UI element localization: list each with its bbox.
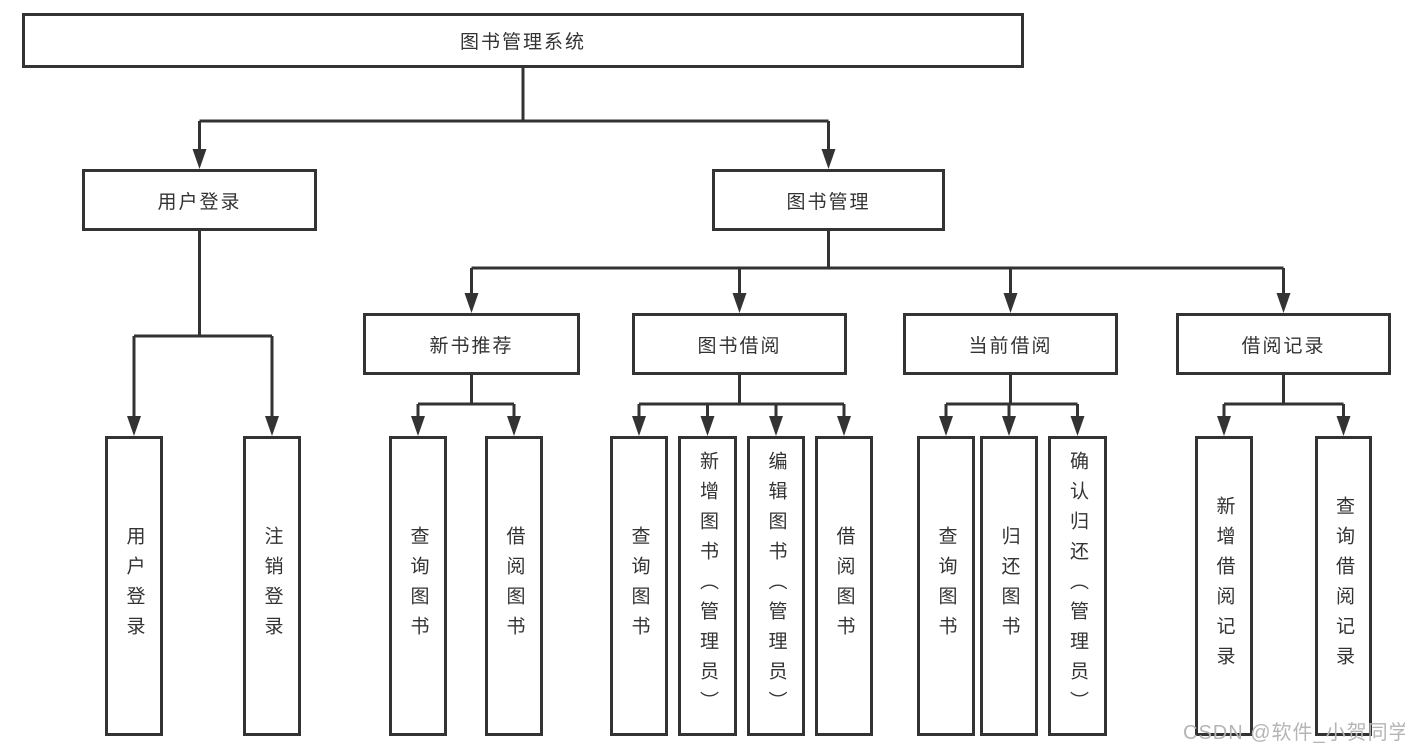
node-current-borrow: 当前借阅 — [903, 313, 1118, 375]
node-current-borrow-label: 当前借阅 — [968, 335, 1053, 357]
leaf-add-borrow-record: 新增借阅记录 — [1195, 436, 1253, 736]
node-user-login: 用户登录 — [82, 169, 317, 231]
node-root: 图书管理系统 — [22, 13, 1024, 68]
node-root-label: 图书管理系统 — [459, 32, 586, 53]
leaf-edit-book-admin-label: 编辑图书（管理员） — [765, 451, 787, 721]
leaf-borrow-books-borrow-label: 借阅图书 — [833, 526, 855, 646]
leaf-logout: 注销登录 — [243, 436, 301, 736]
leaf-user-login-label: 用户登录 — [123, 526, 145, 646]
leaf-borrow-books-borrow: 借阅图书 — [815, 436, 873, 736]
watermark: CSDN @软件_小贺同学 — [1183, 722, 1405, 744]
leaf-borrow-books-recommend-label: 借阅图书 — [503, 526, 525, 646]
leaf-logout-label: 注销登录 — [261, 526, 283, 646]
leaf-edit-book-admin: 编辑图书（管理员） — [747, 436, 805, 736]
node-user-login-label: 用户登录 — [157, 191, 242, 213]
leaf-query-books-recommend: 查询图书 — [389, 436, 447, 736]
node-book-management: 图书管理 — [712, 169, 945, 231]
leaf-confirm-return-admin-label: 确认归还（管理员） — [1067, 451, 1088, 721]
leaf-user-login: 用户登录 — [105, 436, 163, 736]
leaf-confirm-return-admin: 确认归还（管理员） — [1048, 436, 1107, 736]
node-book-management-label: 图书管理 — [786, 191, 871, 213]
node-borrow-records-label: 借阅记录 — [1241, 335, 1326, 357]
leaf-query-books-current-label: 查询图书 — [935, 526, 957, 646]
leaf-return-book-label: 归还图书 — [998, 526, 1020, 646]
leaf-query-borrow-record-label: 查询借阅记录 — [1333, 496, 1354, 676]
leaf-query-books-borrow: 查询图书 — [610, 436, 668, 736]
leaf-query-books-current: 查询图书 — [917, 436, 975, 736]
node-new-book-recommend-label: 新书推荐 — [429, 335, 514, 357]
leaf-query-books-recommend-label: 查询图书 — [407, 526, 429, 646]
leaf-query-borrow-record: 查询借阅记录 — [1315, 436, 1372, 736]
node-book-borrow-label: 图书借阅 — [697, 335, 782, 357]
leaf-return-book: 归还图书 — [980, 436, 1038, 736]
leaf-add-book-admin: 新增图书（管理员） — [678, 436, 737, 736]
leaf-add-book-admin-label: 新增图书（管理员） — [697, 451, 718, 721]
leaf-add-borrow-record-label: 新增借阅记录 — [1213, 496, 1235, 676]
node-book-borrow: 图书借阅 — [632, 313, 847, 375]
leaf-query-books-borrow-label: 查询图书 — [628, 526, 650, 646]
node-new-book-recommend: 新书推荐 — [363, 313, 580, 375]
node-borrow-records: 借阅记录 — [1176, 313, 1391, 375]
leaf-borrow-books-recommend: 借阅图书 — [485, 436, 543, 736]
